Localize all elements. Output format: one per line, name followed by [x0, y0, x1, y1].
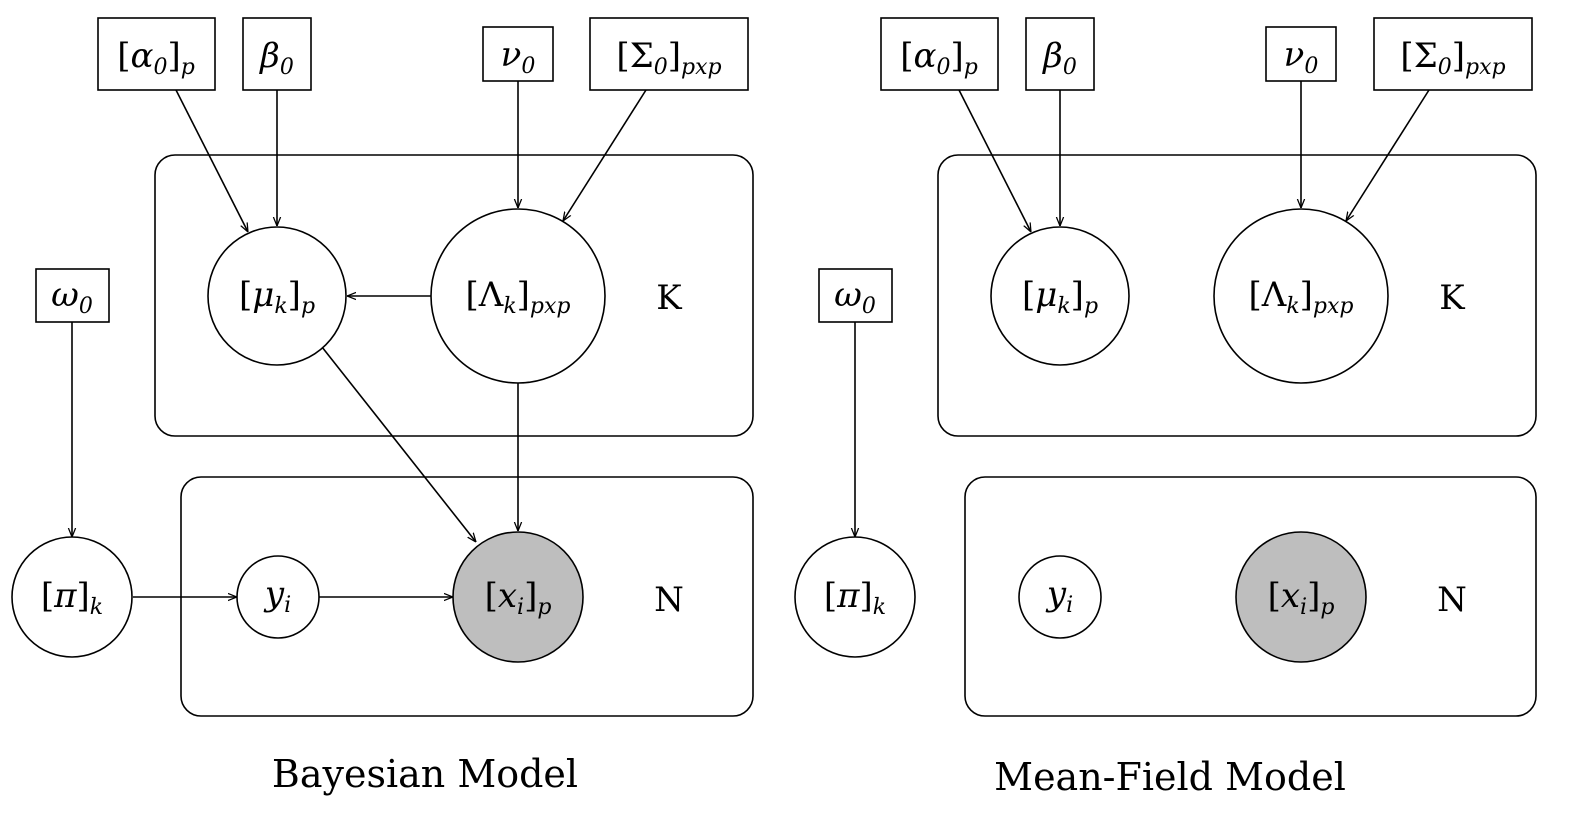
plate-k [154, 154, 754, 437]
sigma0-box [1373, 17, 1533, 91]
lambda-node [430, 208, 606, 384]
edge-sigma-lambda [1346, 89, 1430, 221]
pi-node [11, 536, 133, 658]
beta0-box [1025, 17, 1095, 91]
lambda-label: [Λk]pxp [465, 275, 570, 319]
pi-label: [π]k [41, 576, 103, 620]
nu0-label: ν0 [1284, 35, 1319, 79]
edge-alpha-mu [958, 89, 1031, 232]
mean-field-model: K N [α0]p β0 ν0 [Σ0]pxp ω0 [μk]p [Λk]pxp… [794, 17, 1537, 799]
plate-n-label: N [654, 580, 684, 620]
lambda-node [1213, 208, 1389, 384]
sigma0-label: [Σ0]pxp [1400, 36, 1505, 80]
edge-mu-x [321, 346, 476, 542]
x-label: [xi]p [1268, 576, 1335, 620]
lambda-label: [Λk]pxp [1248, 275, 1353, 319]
mu-node [207, 226, 347, 366]
nu0-box [482, 26, 554, 82]
beta0-label: β0 [258, 36, 294, 80]
nu0-box [1265, 26, 1337, 82]
y-label: yi [1045, 574, 1073, 618]
plate-k-label: K [656, 278, 682, 318]
y-node [1018, 555, 1102, 639]
alpha0-box [880, 17, 999, 91]
alpha0-label: [α0]p [900, 36, 978, 80]
mu-label: [μk]p [239, 275, 315, 319]
y-label: yi [263, 574, 291, 618]
mean-field-caption: Mean-Field Model [994, 755, 1346, 799]
sigma0-box [589, 17, 749, 91]
omega0-label: ω0 [51, 275, 93, 319]
plate-k-label: K [1439, 278, 1465, 318]
edge-alpha-mu [175, 89, 248, 232]
pi-node [794, 536, 916, 658]
nu0-label: ν0 [501, 35, 536, 79]
x-node-observed [452, 531, 584, 663]
mu-node [990, 226, 1130, 366]
alpha0-box [97, 17, 216, 91]
mu-label: [μk]p [1022, 275, 1098, 319]
plate-n-label: N [1437, 580, 1467, 620]
x-node-observed [1235, 531, 1367, 663]
edge-sigma-lambda [563, 89, 647, 221]
alpha0-label: [α0]p [117, 36, 195, 80]
y-node [236, 555, 320, 639]
sigma0-label: [Σ0]pxp [616, 36, 721, 80]
plate-n [964, 476, 1537, 717]
bayesian-caption: Bayesian Model [272, 752, 578, 796]
plate-k [937, 154, 1537, 437]
pi-label: [π]k [824, 576, 886, 620]
omega0-label: ω0 [834, 275, 876, 319]
bayesian-model: K N [α0]p β0 ν0 [Σ0]pxp ω0 [μk]p [Λk]pxp [11, 17, 754, 796]
beta0-label: β0 [1041, 36, 1077, 80]
x-label: [xi]p [485, 576, 552, 620]
